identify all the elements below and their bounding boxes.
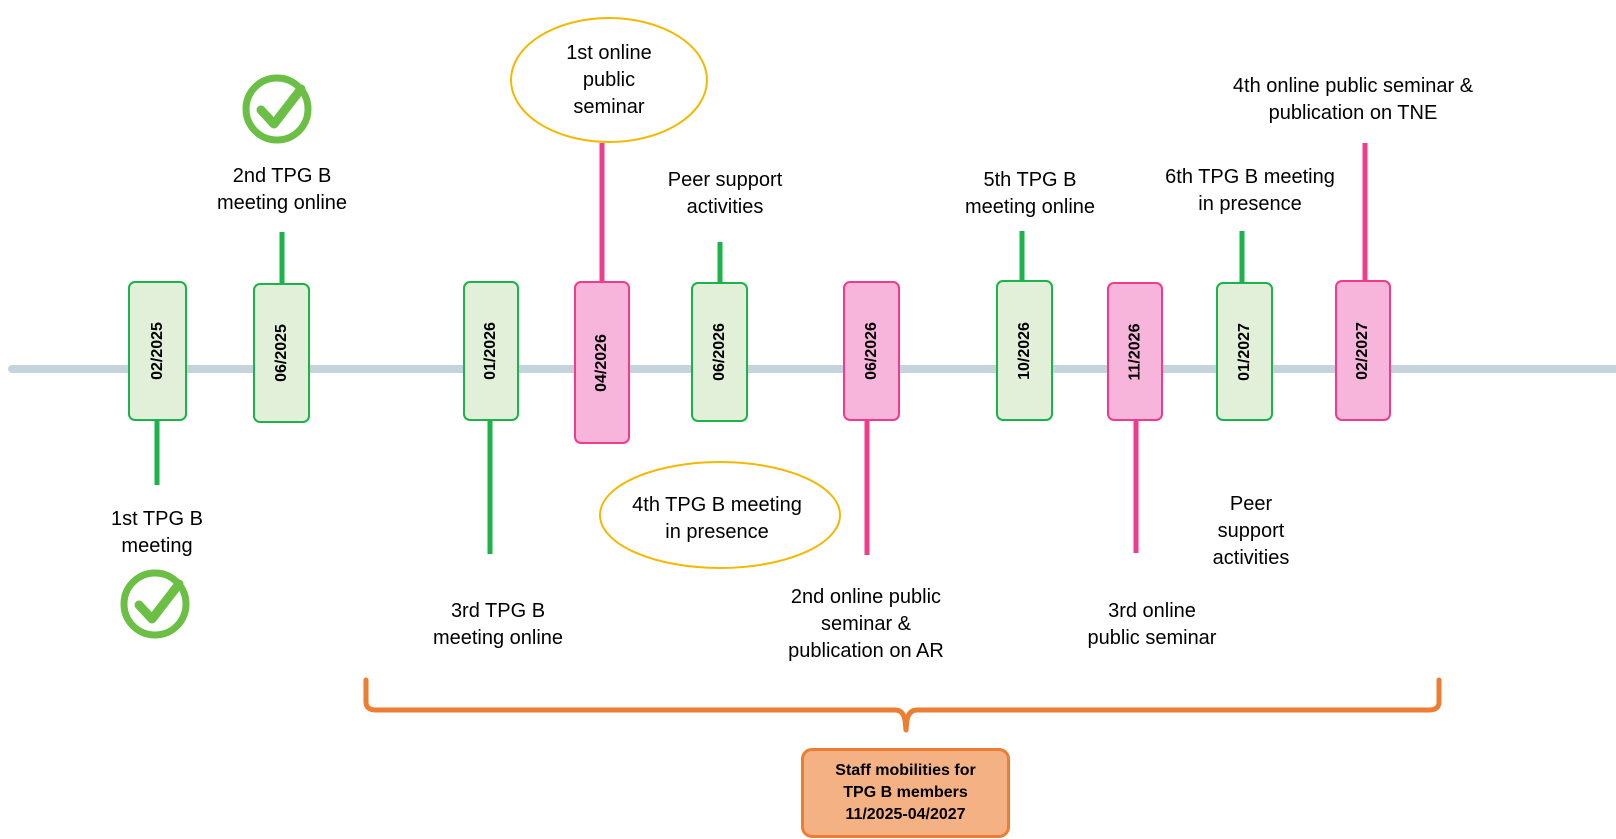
seminar-event-label: 1st online public seminar bbox=[566, 42, 652, 118]
date-label: 01/2027 bbox=[1235, 322, 1253, 381]
meeting-date-box: 01/2027 bbox=[1216, 282, 1273, 421]
date-label: 06/2026 bbox=[862, 322, 880, 380]
meeting-date-box: 10/2026 bbox=[996, 280, 1053, 421]
date-label: 06/2025 bbox=[272, 324, 290, 382]
meeting-date-box: 01/2026 bbox=[463, 281, 519, 421]
meeting-event-label: Peer support activities bbox=[667, 169, 783, 218]
seminar-event-label: 2nd online public seminar & publication … bbox=[788, 586, 944, 662]
seminar-date-box: 02/2027 bbox=[1335, 280, 1391, 421]
date-label: 02/2027 bbox=[1354, 321, 1371, 380]
date-label: 01/2026 bbox=[482, 322, 499, 380]
meeting-date-box: 06/2026 bbox=[691, 282, 748, 422]
meeting-event-label: 3rd TPG B meeting online bbox=[432, 600, 564, 649]
seminar-event-label: 3rd online public seminar bbox=[1087, 600, 1217, 649]
date-label: 02/2025 bbox=[148, 322, 166, 380]
extra-event-label: 4th TPG B meeting in presence bbox=[632, 494, 802, 543]
date-label: 06/2026 bbox=[710, 323, 728, 381]
checkmark-icon bbox=[120, 569, 190, 639]
meeting-date-box: 06/2025 bbox=[253, 283, 310, 423]
checkmark-icon bbox=[242, 74, 312, 144]
seminar-date-box: 04/2026 bbox=[574, 281, 630, 444]
meeting-event-label: 6th TPG B meeting in presence bbox=[1165, 166, 1335, 215]
date-label: 11/2026 bbox=[1126, 323, 1144, 380]
meeting-date-box: 02/2025 bbox=[128, 281, 187, 421]
bracket bbox=[363, 677, 1442, 733]
seminar-date-box: 06/2026 bbox=[843, 281, 900, 421]
highlight-ellipse bbox=[510, 17, 708, 143]
seminar-event-label: 4th online public seminar & publication … bbox=[1232, 75, 1474, 124]
meeting-event-label: 1st TPG B meeting bbox=[111, 508, 203, 557]
date-label: 10/2026 bbox=[1015, 321, 1033, 380]
highlight-ellipse bbox=[599, 461, 841, 569]
staff-mobilities-note: Staff mobilities for TPG B members 11/20… bbox=[801, 748, 1010, 838]
date-label: 04/2026 bbox=[593, 333, 610, 392]
seminar-date-box: 11/2026 bbox=[1107, 282, 1163, 421]
extra-event-label: Peer support activities bbox=[1212, 493, 1290, 569]
meeting-event-label: 5th TPG B meeting online bbox=[964, 169, 1096, 218]
meeting-event-label: 2nd TPG B meeting online bbox=[216, 165, 348, 214]
